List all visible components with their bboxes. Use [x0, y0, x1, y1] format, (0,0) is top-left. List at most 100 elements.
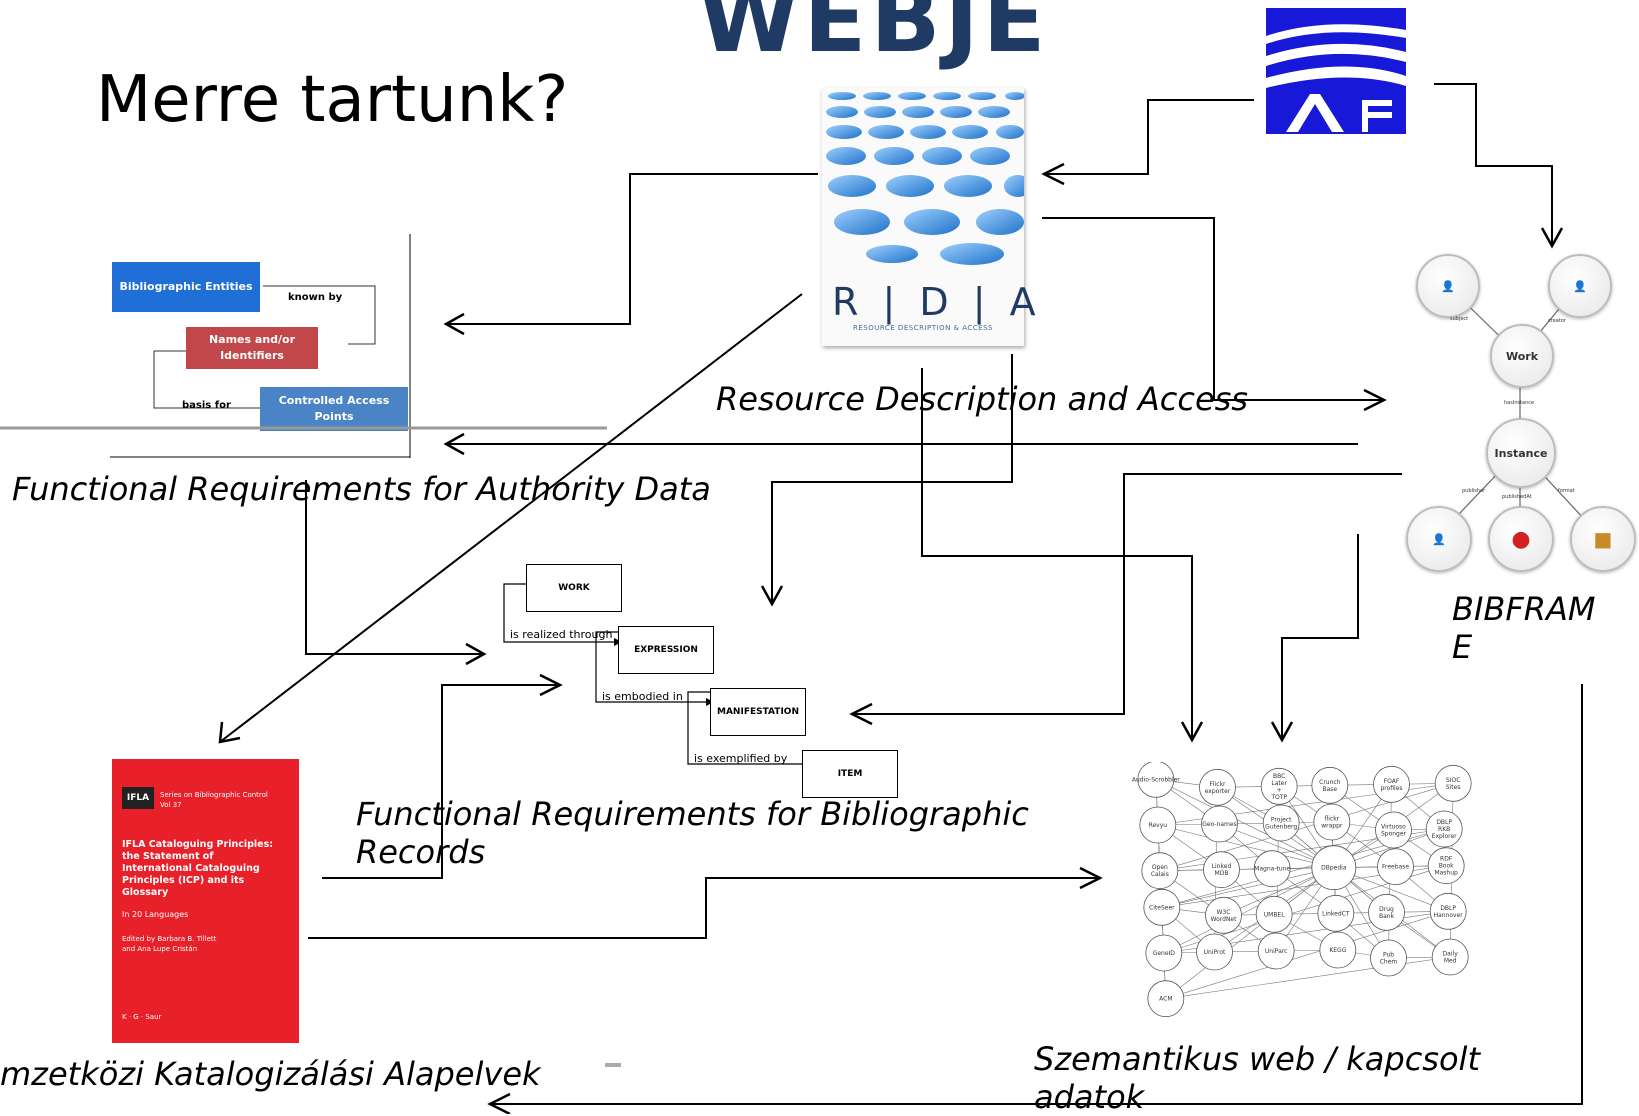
lod-node-label: Geo-names [1202, 821, 1236, 828]
lod-node-label: Book [1439, 863, 1454, 870]
lod-node [1262, 804, 1300, 842]
lod-node [1311, 845, 1357, 891]
lod-node [1199, 768, 1236, 806]
lod-edge [1165, 867, 1335, 999]
lod-node [1425, 810, 1463, 848]
lod-node-label: LinkedCT [1322, 910, 1350, 917]
lod-node-label: Magna-tune [1254, 866, 1290, 873]
lod-node [1141, 852, 1179, 890]
bf-edge-hasinstance: hasInstance [1504, 400, 1535, 406]
lod-node [1147, 980, 1185, 1018]
lod-node-label: DBpedia [1321, 865, 1347, 872]
bibframe-figure: 👤 👤 Work Instance 👤 ● ■ subject creator … [1402, 244, 1636, 574]
frbr-figure: WORK EXPRESSION MANIFESTATION ITEM is re… [496, 560, 916, 800]
lod-node-label: Gutenberg [1265, 824, 1297, 831]
icp-publisher: K · G · Saur [122, 1013, 162, 1021]
page-title: Merre tartunk? [96, 63, 569, 137]
lod-node-label: Flickr [1209, 781, 1226, 788]
lod-node-label: GeneID [1153, 950, 1176, 957]
lod-node-label: profiles [1380, 785, 1402, 792]
lod-node [1319, 931, 1357, 969]
frbr-work: WORK [526, 564, 622, 612]
bibframe-publisher-node: 👤 [1406, 506, 1472, 572]
lod-node [1429, 892, 1467, 930]
icp-book-cover: IFLA Series on Bibliographic Control Vol… [112, 759, 299, 1043]
frad-names-identifiers: Names and/or Identifiers [186, 327, 318, 369]
lod-node-label: UniProt [1204, 949, 1226, 956]
lod-node-label: UMBEL [1264, 911, 1285, 918]
lod-node-label: CiteSeer [1149, 904, 1175, 911]
frbr-expression: EXPRESSION [618, 626, 714, 674]
box-icon: ■ [1593, 527, 1613, 551]
lod-node-label: Calais [1151, 871, 1169, 878]
lod-node-label: Med [1444, 958, 1457, 965]
lod-node-label: Pub [1383, 952, 1394, 959]
bf-edge-format: format [1558, 488, 1575, 494]
lod-node-label: WordNet [1211, 916, 1238, 923]
lod-node [1253, 850, 1291, 888]
icp-languages: In 20 Languages [122, 910, 189, 919]
lod-node-label: + [1277, 787, 1282, 794]
caption-rda: Resource Description and Access [716, 380, 1248, 418]
lod-node-label: KEGG [1329, 947, 1346, 954]
icp-edited-1: Edited by Barbara B. Tillett [122, 935, 217, 943]
bibframe-agent-node: 👤 [1416, 254, 1480, 318]
lod-node-label: Explorer [1432, 833, 1458, 840]
map-pin-icon: ● [1511, 526, 1531, 552]
lod-node [1431, 938, 1469, 976]
lod-node-label: Sponger [1381, 831, 1407, 838]
lod-node [1317, 894, 1355, 932]
lod-node-label: ACM [1159, 996, 1172, 1003]
lod-node [1257, 932, 1295, 970]
caption-semantic-line2: adatok [1034, 1078, 1145, 1116]
person-home-icon: 👤 [1573, 279, 1587, 293]
frad-rel-known-by: known by [288, 292, 343, 303]
lod-node [1196, 933, 1233, 971]
icp-title-2: the Statement of [122, 851, 214, 862]
caption-bibframe-line1: BIBFRAM [1452, 590, 1596, 628]
frbr-rel-embodied: is embodied in [602, 690, 683, 703]
icp-title-4: Principles (ICP) and its [122, 875, 245, 886]
caption-semantic-line1: Szemantikus web / kapcsolt [1034, 1040, 1480, 1078]
rda-cover-letters: R | D | A [832, 280, 1042, 324]
lod-node-label: BBC [1273, 773, 1285, 780]
lod-edge [1159, 783, 1454, 871]
lod-node-label: Drug [1379, 906, 1394, 913]
caption-frbr-line2: Records [356, 833, 486, 871]
lod-node-label: UniParc [1265, 948, 1288, 955]
person-place-icon: 👤 [1441, 279, 1455, 293]
caption-frbr-line1: Functional Requirements for Bibliographi… [356, 795, 1029, 833]
lod-node [1375, 811, 1412, 849]
frad-figure: Bibliographic Entities Names and/or Iden… [110, 234, 412, 458]
bibframe-creator-node: 👤 [1548, 254, 1612, 318]
frbr-rel-exemplified: is exemplified by [694, 752, 788, 765]
lod-node-label: SIOC [1446, 777, 1461, 784]
bibframe-format-node: ■ [1570, 506, 1636, 572]
lod-node [1377, 848, 1414, 886]
lod-node-label: Hannover [1434, 912, 1464, 919]
lod-node [1139, 806, 1177, 844]
bf-edge-subject: subject [1450, 316, 1469, 322]
lod-edge [1163, 867, 1334, 954]
ifla-logo: IFLA [122, 787, 154, 809]
lod-node-label: Revyu [1149, 822, 1168, 829]
icp-edited-2: and Ana Lupe Cristán [122, 945, 198, 953]
lod-node [1203, 851, 1240, 889]
icp-title-5: Glossary [122, 887, 169, 898]
lod-node-label: Linked [1212, 863, 1232, 870]
frbr-manifestation: MANIFESTATION [710, 688, 806, 736]
lod-node [1201, 805, 1238, 843]
lod-node [1427, 847, 1465, 885]
lod-node [1313, 803, 1351, 841]
bibframe-work-label: Work [1505, 349, 1539, 363]
lod-node-label: Bank [1379, 913, 1395, 920]
lod-node-label: Mashup [1434, 870, 1458, 877]
frbr-item: ITEM [802, 750, 898, 798]
lod-node [1373, 765, 1410, 803]
icp-title-1: IFLA Cataloguing Principles: [122, 839, 274, 850]
lod-node-label: MDB [1215, 870, 1229, 877]
lod-node-label: Project [1271, 817, 1292, 824]
lod-node [1143, 888, 1181, 926]
